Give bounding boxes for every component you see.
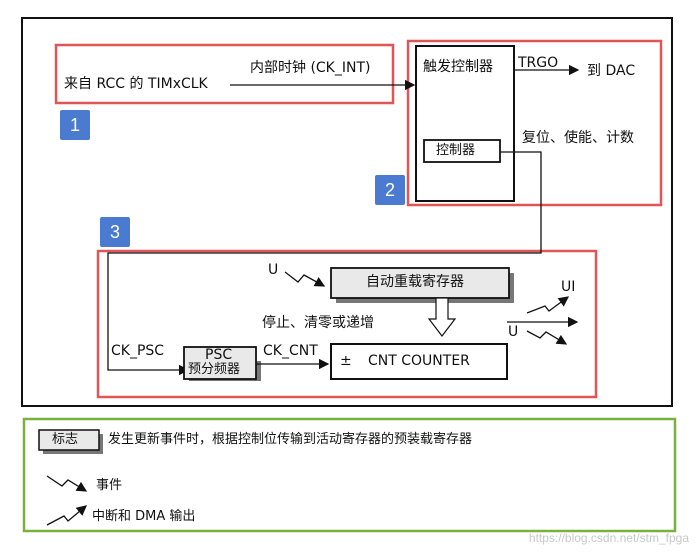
trigger-controller-label: 触发控制器 — [423, 59, 493, 75]
region-1-badge: 1 — [60, 110, 90, 140]
auto-reload-label: 自动重载寄存器 — [366, 274, 464, 290]
u-output-label: U — [508, 324, 519, 340]
legend-tag-box — [38, 429, 100, 451]
controller-box — [423, 139, 501, 163]
plus-minus-symbol: ± — [340, 353, 352, 369]
cnt-counter-label: CNT COUNTER — [368, 353, 470, 369]
control-path-line — [107, 151, 542, 376]
legend-border — [22, 417, 677, 533]
psc-box — [183, 346, 257, 380]
region-3-border — [96, 249, 598, 399]
legend-description: 发生更新事件时，根据控制位传输到活动寄存器的预装载寄存器 — [108, 432, 473, 447]
prescaler-label: 预分频器 — [188, 362, 241, 377]
watermark: https://blog.csdn.net/stm_fpga — [528, 531, 689, 545]
ck-int-label: 内部时钟 (CK_INT) — [250, 60, 371, 76]
legend-interrupt-icon — [46, 505, 87, 526]
region-2-badge: 2 — [375, 175, 405, 205]
psc-label: PSC — [205, 347, 233, 363]
trgo-label: TRGO — [518, 55, 559, 71]
reset-enable-count-label: 复位、使能、计数 — [522, 130, 634, 146]
u-event-out-arrow — [526, 330, 568, 345]
transfer-arrow — [427, 297, 457, 337]
ck-cnt-label: CK_CNT — [263, 343, 318, 359]
region-2-border — [406, 39, 663, 207]
legend-tag-label: 标志 — [52, 432, 79, 447]
trigger-controller-box — [415, 45, 515, 202]
legend-event-label: 事件 — [96, 478, 123, 493]
legend-interrupt-label: 中断和 DMA 输出 — [92, 509, 196, 524]
to-dac-label: 到 DAC — [587, 63, 636, 79]
legend-event-icon — [46, 475, 88, 492]
ui-interrupt-arrow — [526, 296, 570, 314]
region-3-badge: 3 — [100, 217, 130, 247]
outer-frame — [21, 17, 673, 407]
ui-label: UI — [561, 279, 576, 295]
u-event-label: U — [268, 262, 279, 278]
region-1-border — [54, 43, 395, 105]
clock-source-label: 来自 RCC 的 TIMxCLK — [64, 76, 208, 92]
ck-psc-label: CK_PSC — [111, 343, 165, 359]
stop-clear-label: 停止、清零或递增 — [262, 315, 374, 331]
u-event-arrow — [284, 271, 326, 287]
cnt-counter-box — [330, 343, 508, 380]
auto-reload-register-box — [330, 267, 510, 299]
controller-label: 控制器 — [436, 143, 476, 158]
